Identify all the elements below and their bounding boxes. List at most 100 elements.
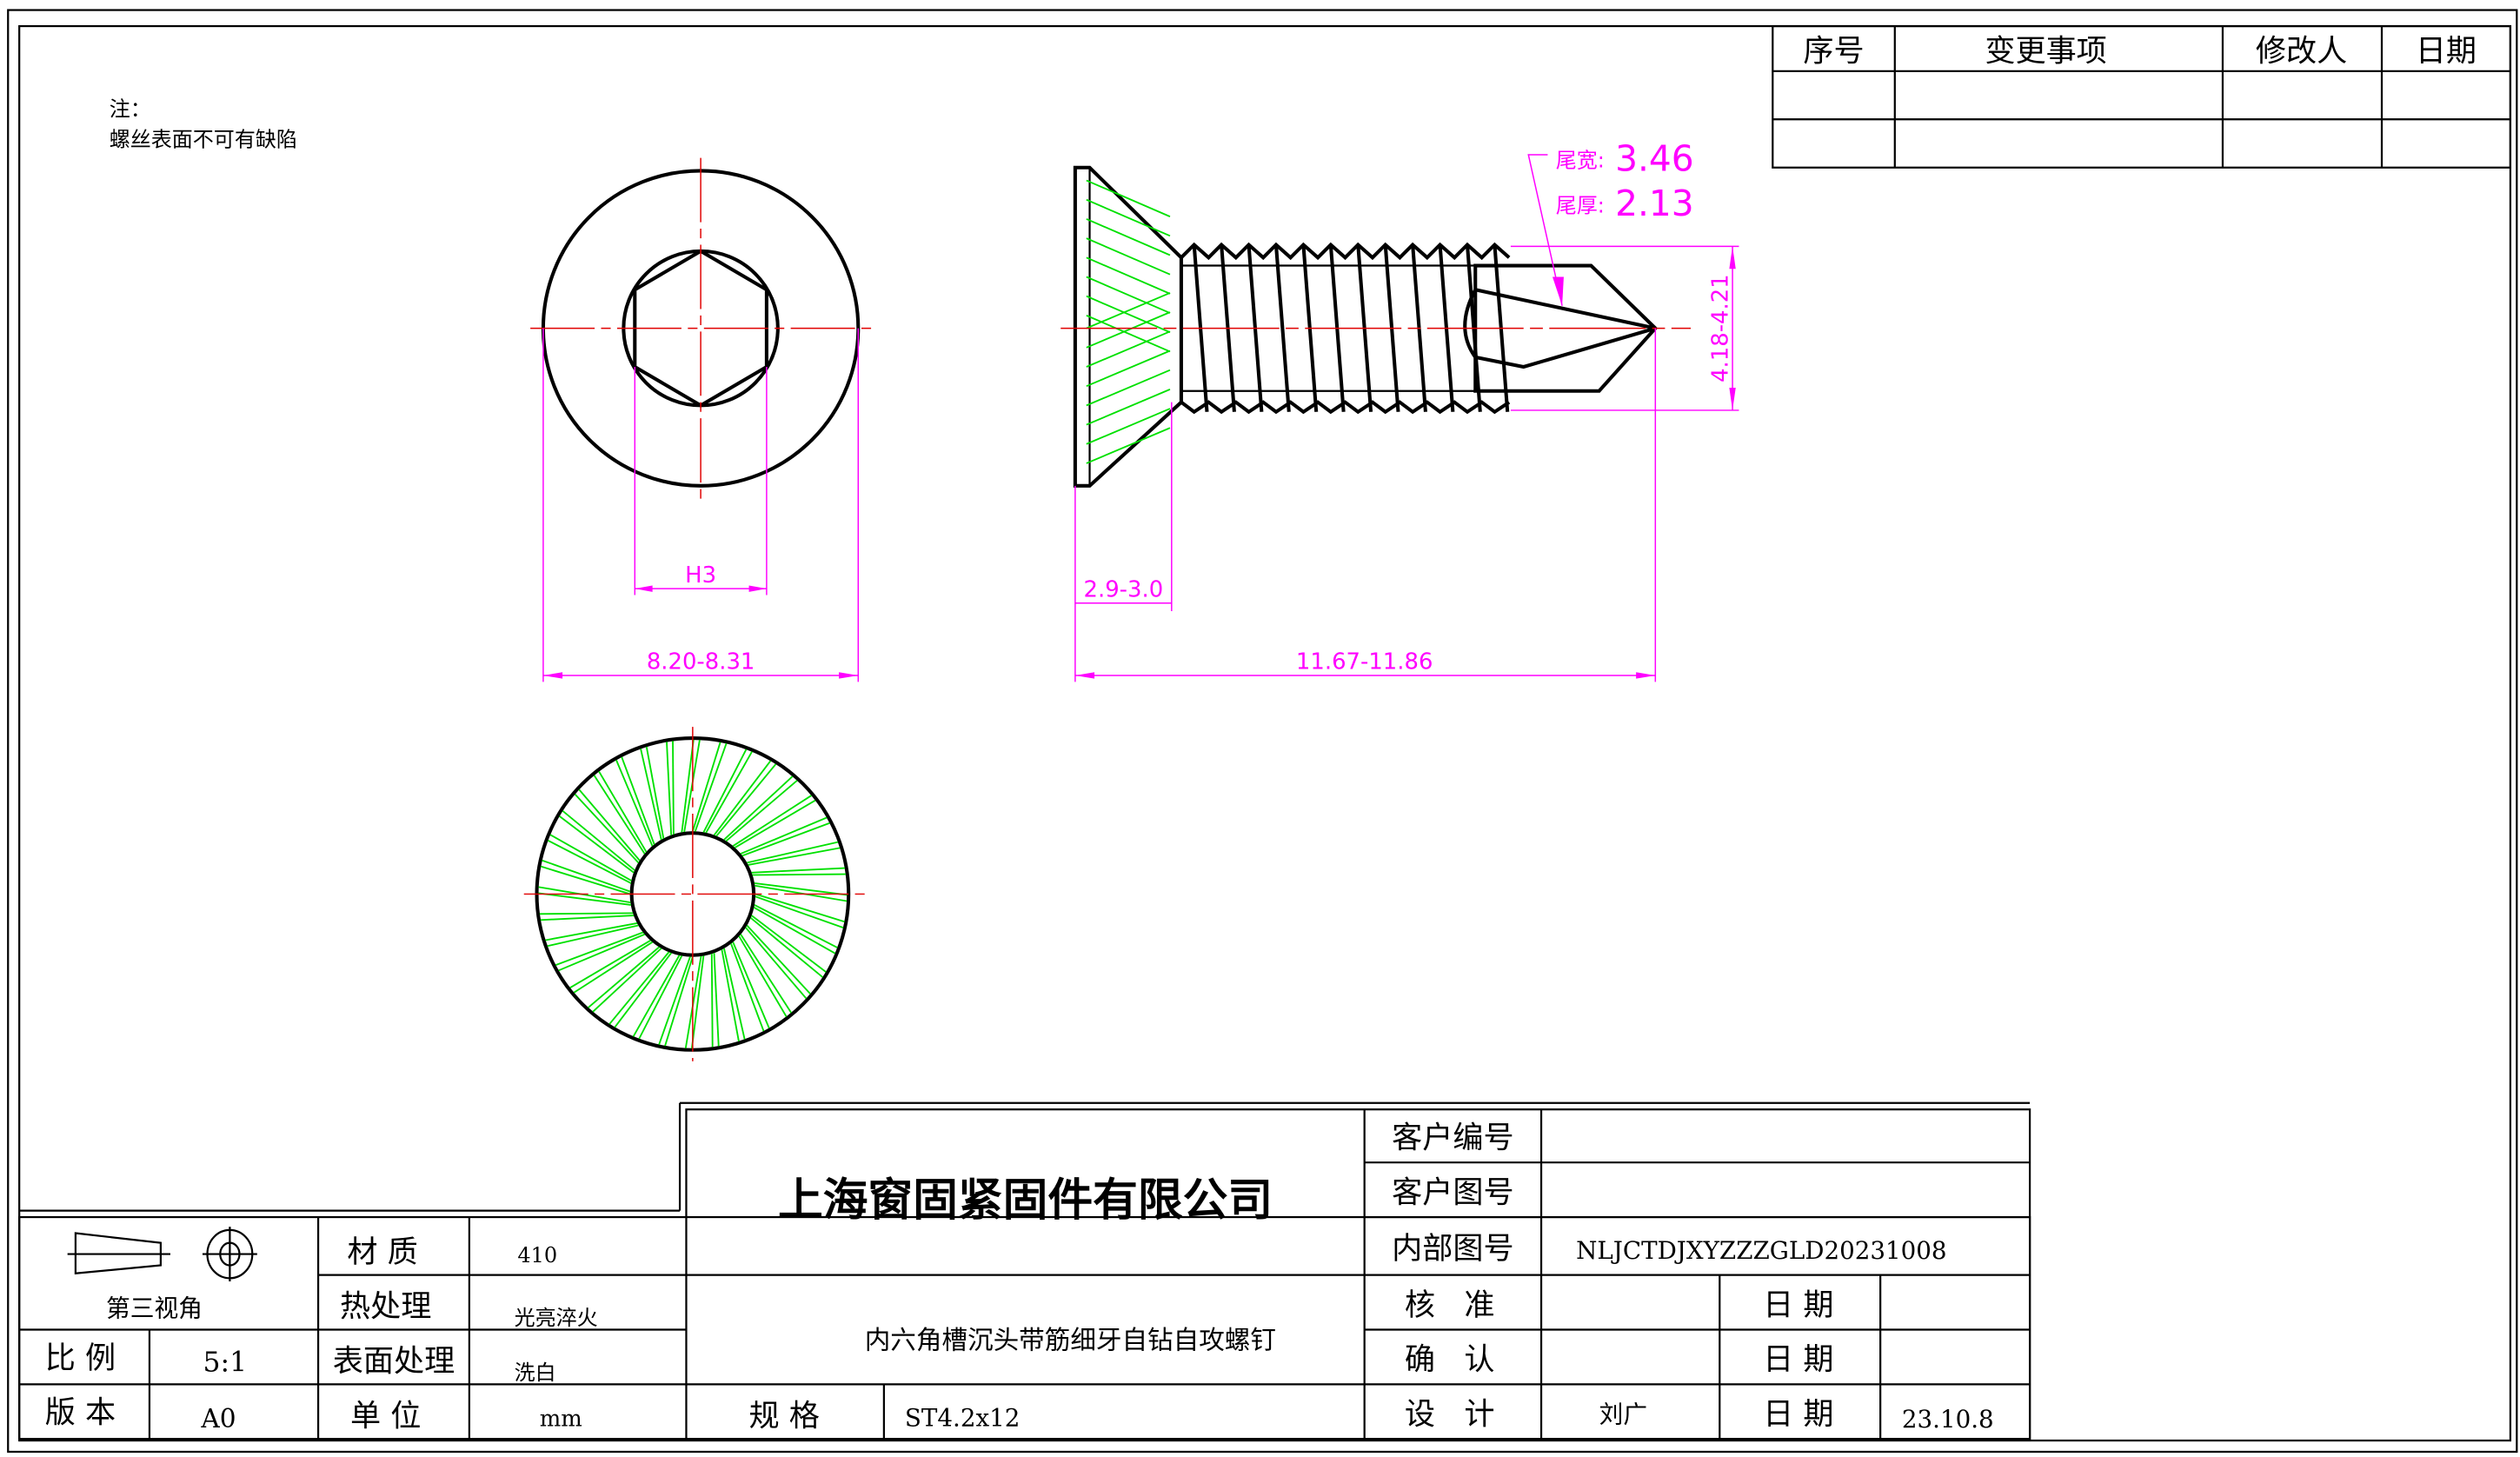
knurl-rib [723, 775, 794, 841]
head-rib [1086, 179, 1171, 217]
design-value: 刘广 [1599, 1400, 1647, 1429]
material-label: 材 质 [347, 1234, 417, 1270]
knurl-rib [723, 948, 746, 1040]
knurl-rib [755, 893, 845, 923]
outer-border [7, 9, 2518, 1454]
heat-label: 热处理 [340, 1289, 431, 1325]
notes-title: 注： [110, 97, 151, 122]
knurl-rib [713, 760, 772, 836]
spec-value: ST4.2x12 [905, 1403, 1020, 1432]
notes-line: 螺丝表面不可有缺陷 [110, 128, 297, 152]
knurl-rib [574, 793, 640, 864]
tail-width-value: 3.46 [1615, 137, 1694, 179]
bottom-view [523, 727, 865, 1061]
dim-head-dia: 8.20-8.31 [647, 649, 755, 675]
internal-dwg-value: NLJCTDJXYZZZGLD20231008 [1576, 1236, 1946, 1265]
knurl-rib [730, 943, 765, 1032]
company-name: 上海窗固紧固件有限公司 [778, 1174, 1273, 1227]
knurl-rib [740, 934, 792, 1014]
knurl-rib [559, 815, 635, 874]
head-rib [1086, 349, 1171, 388]
knurl-rib [681, 739, 695, 833]
head-rib [1086, 311, 1171, 349]
knurl-rib [615, 759, 654, 847]
knurl-rib [539, 912, 634, 915]
scale-label: 比 例 [45, 1341, 116, 1376]
knurl-rib [545, 922, 638, 941]
knurl-rib [614, 952, 672, 1028]
knurl-rib [638, 955, 683, 1040]
knurl-rib [732, 941, 770, 1028]
confirm-label: 确 认 [1405, 1342, 1495, 1378]
knurl-rib [549, 834, 632, 882]
unit-value: mm [540, 1406, 582, 1432]
knurl-rib [640, 748, 662, 841]
surface-label: 表面处理 [333, 1344, 455, 1380]
knurl-rib [748, 847, 841, 866]
knurl-rib [562, 810, 635, 871]
knurl-rib [751, 915, 827, 973]
knurl-rib [734, 799, 816, 848]
head-rib [1086, 427, 1171, 464]
rev-header-date: 日期 [2416, 34, 2477, 70]
knurl-rib [745, 927, 808, 1000]
head-rib [1086, 218, 1171, 256]
head-rib [1086, 330, 1171, 368]
knurl-rib [540, 915, 635, 921]
title-block [18, 1101, 2031, 1440]
product-name: 内六角槽沉头带筋细牙自钻自攻螺钉 [865, 1326, 1276, 1355]
dim-hex: H3 [685, 562, 716, 589]
knurl-rib [542, 859, 631, 893]
customer-dwg-label: 客户图号 [1392, 1174, 1513, 1210]
rev-header-change: 变更事项 [1985, 34, 2106, 70]
customer-no-label: 客户编号 [1392, 1121, 1513, 1156]
knurl-rib [645, 746, 665, 839]
knurl-rib [732, 795, 812, 847]
knurl-rib [621, 756, 655, 845]
internal-dwg-label: 内部图号 [1392, 1231, 1513, 1267]
knurl-rib [632, 955, 681, 1037]
heat-value: 光亮淬火 [515, 1306, 598, 1330]
knurl-rib [746, 924, 811, 995]
knurl-rib [569, 939, 651, 989]
knurl-rib [547, 839, 632, 884]
projection-symbol-icon [67, 1227, 257, 1282]
knurl-rib [691, 742, 721, 832]
revision-table: 序号 变更事项 修改人 日期 [1772, 24, 2512, 169]
dim-thread-dia: 4.18-4.21 [1708, 274, 1734, 383]
knurl-rib [573, 941, 654, 994]
head-rib [1086, 389, 1171, 426]
material-value: 410 [517, 1243, 557, 1267]
scale-value: 5:1 [203, 1347, 248, 1379]
head-rib [1086, 256, 1171, 295]
knurl-rib [666, 742, 673, 835]
knurl-rib [592, 948, 662, 1013]
inner-border [18, 24, 2512, 1442]
knurl-rib [751, 867, 845, 874]
head-rib [1086, 295, 1171, 334]
knurl-rib [721, 949, 740, 1041]
knurl-rib [741, 822, 830, 857]
knurl-rib [558, 933, 645, 972]
head-rib [1086, 369, 1171, 407]
knurl-rib [749, 917, 823, 978]
design-label: 设 计 [1405, 1397, 1495, 1433]
knurl-rib [753, 906, 836, 955]
knurl-rib [672, 741, 675, 835]
knurl-rib [755, 895, 844, 929]
knurl-rib [754, 904, 838, 948]
head-rib [1086, 276, 1171, 314]
tail-thick-value: 2.13 [1615, 183, 1694, 224]
knurl-rib [684, 955, 702, 1048]
tail-thick-label: 尾厚: [1556, 194, 1605, 218]
approve-label: 核 准 [1405, 1287, 1495, 1323]
head-rib [1086, 292, 1171, 329]
knurl-rib [694, 742, 728, 832]
rev-header-modifier: 修改人 [2256, 34, 2347, 70]
knurl-rib [555, 931, 644, 966]
knurl-rib [538, 892, 631, 906]
head-rib [1086, 408, 1171, 445]
knurl-rib [593, 775, 646, 855]
knurl-rib [547, 924, 639, 948]
knurl-rib [705, 751, 753, 834]
